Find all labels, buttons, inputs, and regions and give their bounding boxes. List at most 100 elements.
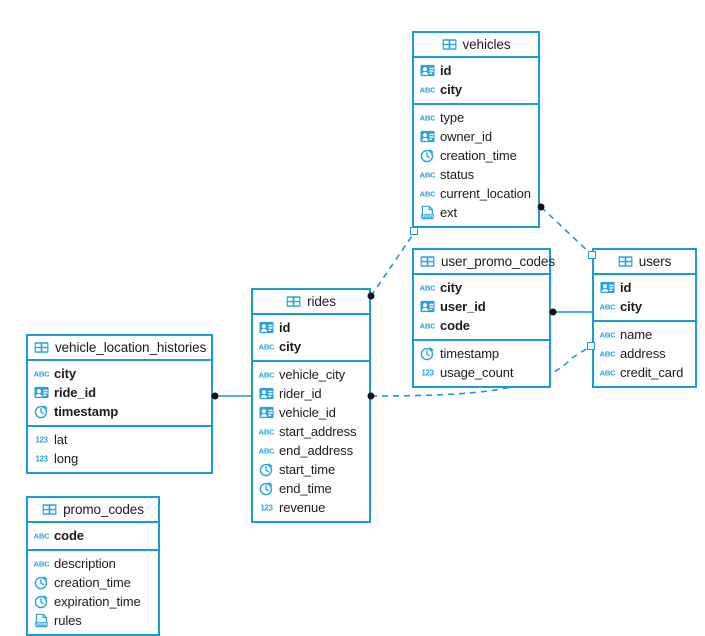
field-name: owner_id: [440, 129, 492, 144]
relationship-target-square-rides-to-user-promo-codes[interactable]: [410, 227, 418, 235]
relationship-source-dot-rides-to-users[interactable]: [367, 392, 375, 400]
svg-text:ABC: ABC: [259, 371, 274, 380]
123-number-icon: 123: [34, 432, 49, 447]
field-row-rides-end_time[interactable]: end_time: [253, 479, 369, 498]
table-header-vehicle_location_histories[interactable]: vehicle_location_histories: [28, 336, 211, 361]
svg-text:ABC: ABC: [34, 560, 49, 569]
abc-string-icon: ABC: [259, 443, 274, 458]
table-title: users: [638, 254, 672, 269]
field-name: start_address: [279, 424, 357, 439]
svg-text:ABC: ABC: [34, 532, 49, 541]
relationship-target-square-rides-to-users[interactable]: [587, 342, 595, 350]
relationship-source-dot-vehicles-to-users[interactable]: [537, 203, 545, 211]
abc-string-icon: ABC: [420, 167, 435, 182]
field-name: lat: [54, 432, 68, 447]
table-header-users[interactable]: users: [594, 250, 695, 275]
person-badge-id-icon: [34, 385, 49, 400]
relationship-rides-to-user-promo-codes[interactable]: [370, 232, 415, 297]
table-grid-icon: [618, 254, 633, 269]
field-row-vehicle_location_histories-timestamp[interactable]: timestamp: [28, 402, 211, 421]
field-row-promo_codes-code[interactable]: ABC code: [28, 526, 158, 545]
field-row-user_promo_codes-user_id[interactable]: user_id: [414, 297, 549, 316]
relationship-source-dot-rides-to-user-promo-codes[interactable]: [367, 292, 375, 300]
field-row-users-id[interactable]: id: [594, 278, 695, 297]
field-name: name: [620, 327, 653, 342]
svg-text:ABC: ABC: [420, 190, 435, 199]
clock-timestamp-icon: [34, 404, 49, 419]
field-row-rides-rider_id[interactable]: rider_id: [253, 384, 369, 403]
field-name: id: [279, 320, 291, 335]
field-row-users-name[interactable]: ABC name: [594, 325, 695, 344]
field-name: code: [54, 528, 84, 543]
svg-text:ABC: ABC: [34, 370, 49, 379]
field-name: address: [620, 346, 666, 361]
table-grid-icon: [42, 502, 57, 517]
field-name: city: [440, 280, 463, 295]
table-title: rides: [307, 294, 336, 309]
field-row-vehicles-creation_time[interactable]: creation_time: [414, 146, 538, 165]
field-row-user_promo_codes-timestamp[interactable]: timestamp: [414, 344, 549, 363]
relationship-source-dot-vehicle-location-histories-to-rides[interactable]: [211, 392, 219, 400]
svg-text:ABC: ABC: [600, 303, 615, 312]
table-header-user_promo_codes[interactable]: user_promo_codes: [414, 250, 555, 275]
table-grid-icon: [286, 294, 301, 309]
svg-text:ABC: ABC: [259, 343, 274, 352]
table-header-rides[interactable]: rides: [253, 290, 369, 315]
abc-string-icon: ABC: [600, 365, 615, 380]
field-name: revenue: [279, 500, 326, 515]
field-row-vehicle_location_histories-lat[interactable]: 123 lat: [28, 430, 211, 449]
primary-key-section-promo_codes: ABC code: [28, 523, 158, 551]
field-row-vehicles-id[interactable]: id: [414, 61, 538, 80]
svg-text:ABC: ABC: [420, 284, 435, 293]
field-row-rides-vehicle_id[interactable]: vehicle_id: [253, 403, 369, 422]
field-row-user_promo_codes-city[interactable]: ABC city: [414, 278, 549, 297]
table-header-vehicles[interactable]: vehicles: [414, 33, 538, 58]
field-row-rides-start_time[interactable]: start_time: [253, 460, 369, 479]
field-row-vehicles-owner_id[interactable]: owner_id: [414, 127, 538, 146]
field-row-rides-id[interactable]: id: [253, 318, 369, 337]
field-row-promo_codes-expiration_time[interactable]: expiration_time: [28, 592, 158, 611]
person-badge-id-icon: [259, 386, 274, 401]
field-name: id: [440, 63, 452, 78]
field-row-promo_codes-creation_time[interactable]: creation_time: [28, 573, 158, 592]
field-row-vehicle_location_histories-ride_id[interactable]: ride_id: [28, 383, 211, 402]
svg-text:ABC: ABC: [420, 171, 435, 180]
abc-string-icon: ABC: [600, 327, 615, 342]
table-header-promo_codes[interactable]: promo_codes: [28, 498, 158, 523]
abc-string-icon: ABC: [420, 186, 435, 201]
relationship-target-square-vehicles-to-users[interactable]: [588, 251, 596, 259]
relationship-source-dot-user-promo-codes-to-users[interactable]: [549, 308, 557, 316]
table-title: user_promo_codes: [441, 254, 555, 269]
abc-string-icon: ABC: [420, 318, 435, 333]
clock-timestamp-icon: [420, 148, 435, 163]
clock-timestamp-icon: [259, 462, 274, 477]
